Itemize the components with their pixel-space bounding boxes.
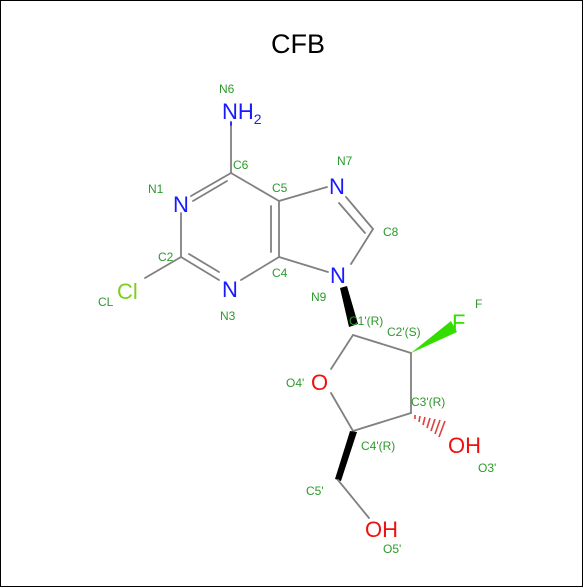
- bond-o4p-c4p: [330, 392, 354, 432]
- bond-c2p-f-wedge: [411, 321, 457, 353]
- label-n3: N3: [220, 309, 236, 323]
- bond-c6-n1-double: [192, 180, 228, 202]
- bond-n7-c8: [345, 196, 374, 230]
- label-c1p: C1'(R): [349, 314, 383, 328]
- bond-c2-cl: [144, 256, 182, 279]
- label-n7: N7: [337, 154, 353, 168]
- bond-c1p-o4p: [330, 334, 354, 370]
- label-f: F: [475, 297, 482, 311]
- bond-c1p-c2p: [352, 334, 412, 354]
- atom-n1: N: [173, 192, 189, 217]
- bond-c3p-c4p: [352, 412, 412, 432]
- bond-n3-c4: [240, 256, 280, 281]
- atom-f: F: [452, 310, 465, 335]
- label-cl: CL: [98, 295, 114, 309]
- bond-c8-n9: [350, 228, 374, 265]
- molecule-title: CFB: [271, 29, 325, 59]
- atom-cl: Cl: [117, 279, 138, 304]
- label-o3p: O3': [478, 461, 496, 475]
- bond-c6-n1: [190, 172, 232, 197]
- label-n1: N1: [148, 182, 164, 196]
- label-c5: C5: [272, 181, 288, 195]
- label-c2p: C2'(S): [387, 325, 421, 339]
- atom-o4p: O: [311, 370, 328, 395]
- bonds: [144, 121, 457, 519]
- bond-c3p-o3p-hash: [414, 415, 446, 438]
- bond-c5-n7: [278, 186, 328, 202]
- atom-nh2: NH2: [222, 99, 262, 127]
- label-c3p: C3'(R): [411, 395, 445, 409]
- label-o5p: O5': [383, 542, 401, 556]
- label-n9: N9: [311, 290, 327, 304]
- label-n6: N6: [219, 82, 235, 96]
- label-c4p: C4'(R): [361, 439, 395, 453]
- bond-n7-c8-double: [338, 202, 366, 234]
- atom-n3: N: [222, 277, 238, 302]
- bond-c2-n3: [180, 256, 220, 281]
- atom-labels: N6 C6 N1 C5 N7 C8 C2 C4 CL N3 N9 C1'(R) …: [98, 82, 496, 556]
- atom-oh5p: OH: [365, 517, 398, 542]
- atom-n9: N: [330, 263, 346, 288]
- atom-n7: N: [329, 174, 345, 199]
- atom-symbols: NH2 N N N N Cl F O OH OH: [117, 99, 481, 542]
- bond-n9-c4: [278, 256, 329, 273]
- label-c8: C8: [383, 225, 399, 239]
- label-o4p: O4': [286, 376, 304, 390]
- atom-oh3p: OH: [448, 433, 481, 458]
- label-c4: C4: [272, 266, 288, 280]
- label-c5p: C5': [306, 484, 324, 498]
- bond-c5p-o5p: [337, 479, 370, 519]
- bond-c6-c5: [230, 172, 280, 202]
- label-c6: C6: [233, 158, 249, 172]
- bond-c2-n3-double: [188, 253, 220, 273]
- bond-c4p-c5p-wedge: [335, 431, 357, 481]
- bond-n9-c1p-wedge: [340, 286, 358, 327]
- label-c2: C2: [158, 250, 174, 264]
